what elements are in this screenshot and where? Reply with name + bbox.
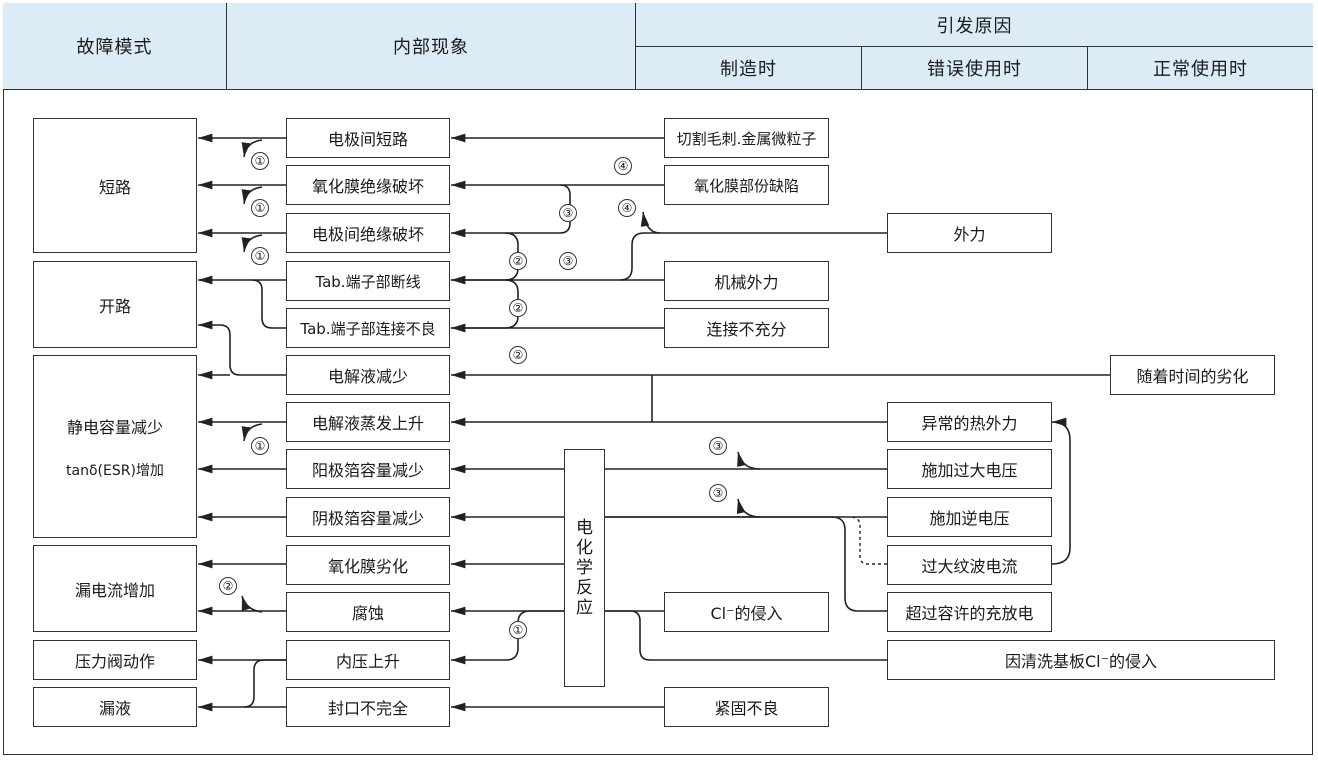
marker-3: ③: [709, 437, 727, 455]
electrochemical-reaction: 电 化 学 反 应: [564, 449, 605, 687]
phen-pressure-rise: 内压上升: [286, 640, 450, 680]
mode-leak-current: 漏电流增加: [33, 545, 197, 632]
ec-char-5: 应: [576, 598, 593, 618]
ec-char-2: 化: [576, 538, 593, 558]
marker-2: ②: [219, 577, 237, 595]
marker-1: ①: [251, 247, 269, 265]
marker-1: ①: [251, 437, 269, 455]
cause-oxide-defect: 氧化膜部份缺陷: [664, 165, 829, 205]
phen-oxide-breakdown: 氧化膜绝缘破坏: [286, 165, 450, 205]
cause-aging: 随着时间的劣化: [1110, 355, 1275, 395]
marker-3: ③: [709, 484, 727, 502]
cause-reverse-voltage: 施加逆电压: [887, 497, 1052, 537]
phen-seal-incomplete: 封口不完全: [286, 687, 450, 727]
ec-char-1: 电: [576, 518, 593, 538]
cause-board-cleaning-cl: 因清洗基板Cl⁻的侵入: [887, 640, 1275, 680]
phen-oxide-degrade: 氧化膜劣化: [286, 545, 450, 585]
header-manufacture: 制造时: [636, 47, 862, 90]
mode-cap-decrease: 静电容量减少: [66, 417, 163, 437]
cause-overvoltage: 施加过大电压: [887, 449, 1052, 489]
phen-tab-connection: Tab.端子部连接不良: [286, 308, 450, 348]
mode-valve: 压力阀动作: [33, 640, 197, 680]
mode-short: 短路: [33, 118, 197, 253]
marker-1: ①: [251, 152, 269, 170]
marker-4: ④: [618, 199, 636, 217]
marker-1: ①: [509, 621, 527, 639]
ec-char-4: 反: [576, 578, 593, 598]
phen-electrolyte-evap: 电解液蒸发上升: [286, 402, 450, 442]
marker-3: ③: [559, 204, 577, 222]
header-internal: 内部现象: [227, 3, 636, 90]
phen-tab-break: Tab.端子部断线: [286, 261, 450, 301]
cause-insufficient-connection: 连接不充分: [664, 308, 829, 348]
ec-char-3: 学: [576, 558, 593, 578]
marker-2: ②: [509, 252, 527, 270]
mode-open: 开路: [33, 261, 197, 348]
marker-1: ①: [251, 199, 269, 217]
marker-3: ③: [559, 252, 577, 270]
cause-burr-particles: 切割毛刺.金属微粒子: [664, 118, 829, 158]
cause-ripple-current: 过大纹波电流: [887, 545, 1052, 585]
cause-external-force: 外力: [887, 213, 1052, 253]
marker-2: ②: [509, 346, 527, 364]
header-failure-mode: 故障模式: [3, 3, 227, 90]
phen-corrosion: 腐蚀: [286, 592, 450, 632]
marker-2: ②: [509, 299, 527, 317]
phen-electrolyte-decrease: 电解液减少: [286, 355, 450, 395]
cause-fastening-defect: 紧固不良: [664, 687, 829, 727]
marker-4: ④: [614, 157, 632, 175]
header-normal: 正常使用时: [1088, 47, 1313, 90]
mode-leak: 漏液: [33, 687, 197, 727]
header-misuse: 错误使用时: [862, 47, 1088, 90]
cause-mechanical-force: 机械外力: [664, 261, 829, 301]
phen-anode-cap: 阳极箔容量减少: [286, 449, 450, 489]
mode-cap: 静电容量减少 tanδ(ESR)增加: [33, 355, 197, 538]
header-cause: 引发原因: [636, 3, 1313, 47]
cause-excess-charge: 超过容许的充放电: [887, 592, 1052, 632]
phen-cathode-cap: 阴极箔容量减少: [286, 497, 450, 537]
cause-cl-intrusion: Cl⁻的侵入: [664, 592, 829, 632]
cause-abnormal-heat: 异常的热外力: [887, 402, 1052, 442]
phen-electrode-short: 电极间短路: [286, 118, 450, 158]
phen-electrode-insulation: 电极间绝缘破坏: [286, 213, 450, 253]
mode-tan-increase: tanδ(ESR)增加: [66, 462, 164, 479]
